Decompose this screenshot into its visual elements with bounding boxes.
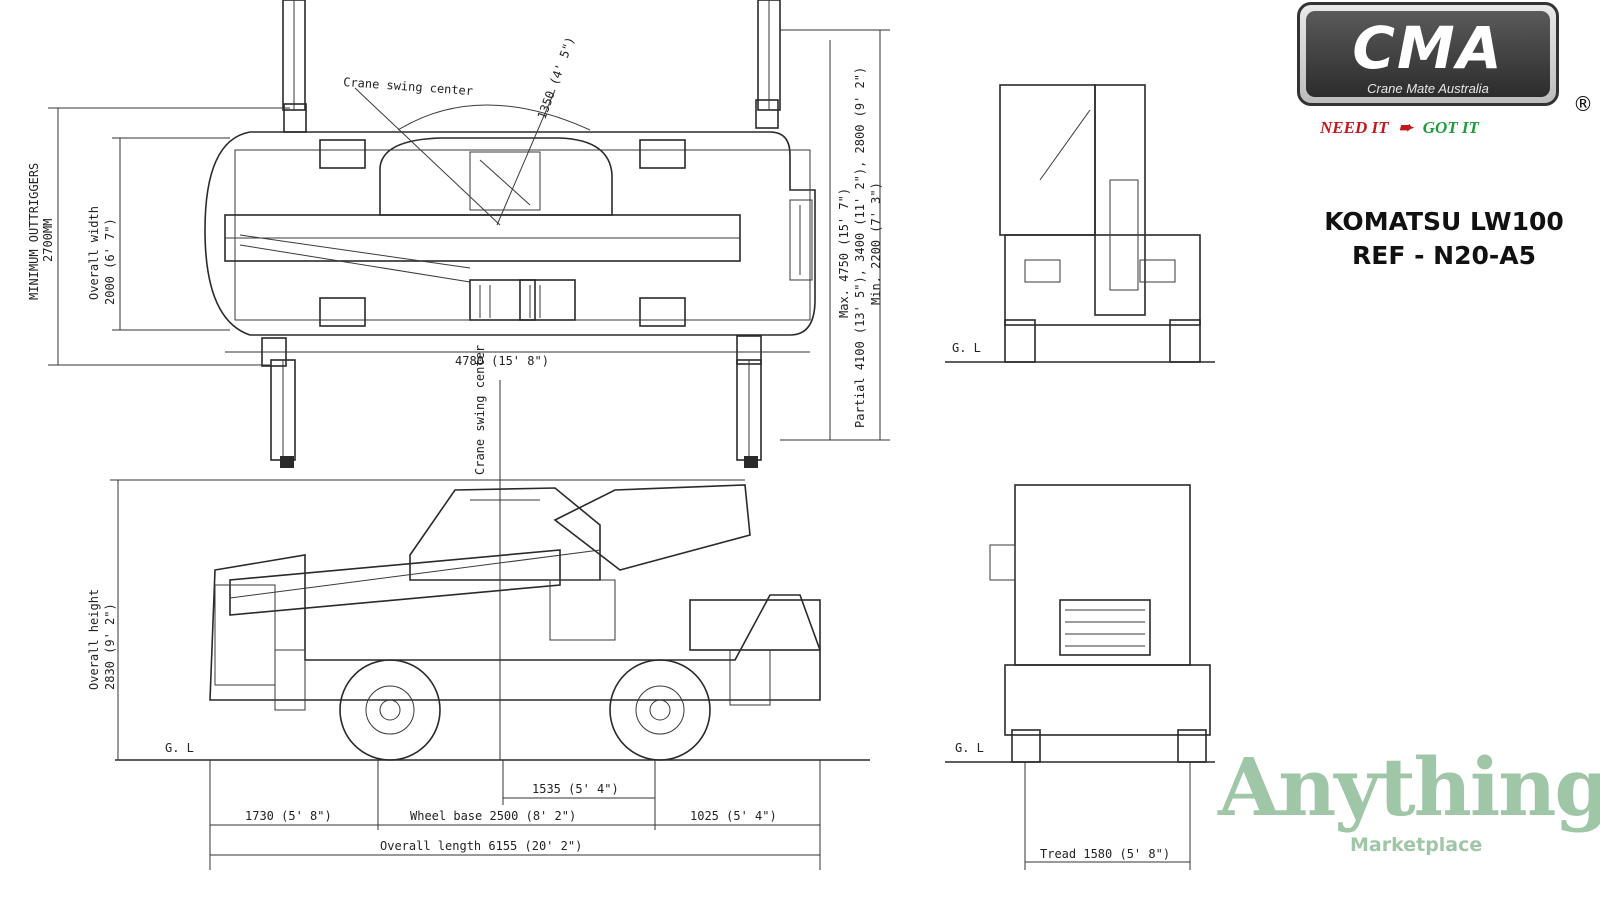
cma-logo-subtitle: Crane Mate Australia <box>1367 81 1489 96</box>
top-length-label: 4780 (15' 8") <box>455 354 549 368</box>
watermark-main: Anything <box>1218 740 1600 834</box>
dim-overall-length: Overall length 6155 (20' 2") <box>380 839 582 853</box>
watermark-sub: Marketplace <box>1350 834 1483 856</box>
model-name: KOMATSU LW100 <box>1324 207 1564 236</box>
dim-rear-overhang: 1025 (5' 4") <box>690 809 777 823</box>
min-outriggers-value: 2700MM <box>41 219 55 262</box>
cma-logo-text: CMA <box>1352 14 1504 82</box>
top-view-dimensions <box>48 29 890 441</box>
side-view-dimensions <box>110 380 821 870</box>
min-outriggers-label: MINIMUM OUTTRIGGERS <box>27 163 41 300</box>
rear-view-drawing <box>945 484 1215 870</box>
slogan-got-it: GOT IT <box>1422 118 1479 137</box>
side-swing-center-label: Crane swing center <box>473 345 487 475</box>
cma-logo-plate: CMA Crane Mate Australia <box>1306 11 1550 97</box>
tread-label: Tread 1580 (5' 8") <box>1040 847 1170 861</box>
outrigger-beams <box>261 0 781 468</box>
outrigger-min-label: Min. 2200 (7' 3") <box>869 182 883 305</box>
model-ref: REF - N20-A5 <box>1351 241 1537 270</box>
registered-mark: ® <box>1573 92 1593 116</box>
overall-width-value: 2000 (6' 7") <box>103 218 117 305</box>
dim-front-overhang: 1730 (5' 8") <box>245 809 332 823</box>
overall-height-value: 2830 (9' 2") <box>103 603 117 690</box>
overall-width-label: Overall width <box>87 206 101 300</box>
front-gl-label: G. L <box>952 341 981 355</box>
rear-gl-label: G. L <box>955 741 984 755</box>
side-gl-label: G. L <box>165 741 194 755</box>
dim-front-to-swing: 1535 (5' 4") <box>532 782 619 796</box>
swing-radius-label: 1350 (4' 5") <box>535 35 578 121</box>
overall-height-label: Overall height <box>87 589 101 690</box>
cma-logo: CMA Crane Mate Australia <box>1297 2 1559 106</box>
front-view-drawing <box>945 84 1215 363</box>
dim-wheel-base: Wheel base 2500 (8' 2") <box>410 809 576 823</box>
slogan-need-it: NEED IT <box>1320 118 1389 137</box>
side-view-drawing <box>115 484 870 761</box>
outrigger-max-label: Max. 4750 (15' 7") <box>837 188 851 318</box>
outrigger-partial-label: Partial 4100 (13' 5"), 3400 (11' 2"), 28… <box>853 67 867 428</box>
slogan: NEED IT ➨ GOT IT <box>1320 118 1479 138</box>
arrow-icon: ➨ <box>1398 118 1413 137</box>
model-reference: KOMATSU LW100 REF - N20-A5 <box>1298 205 1590 273</box>
top-view-drawing <box>204 0 816 468</box>
